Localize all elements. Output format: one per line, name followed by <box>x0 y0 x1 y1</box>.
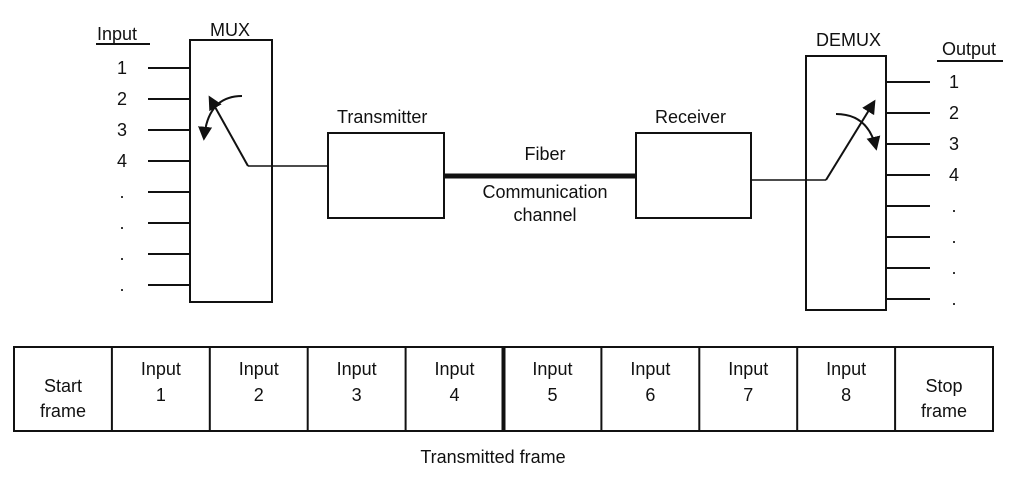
mux-input-label-1: 1 <box>117 58 127 78</box>
frame-cell-line2: 6 <box>645 385 655 405</box>
frame-cell-line1: Input <box>532 359 572 379</box>
frame-cell-line2: 2 <box>254 385 264 405</box>
channel-line1: Communication <box>482 182 607 202</box>
frame-cell-line1: Input <box>337 359 377 379</box>
frame-cell-line1: Start <box>44 376 82 396</box>
mux-input-label-3: 3 <box>117 120 127 140</box>
transmitter-box <box>327 132 445 219</box>
demux-output-label-8: . <box>951 289 956 309</box>
demux-output-lines: 1 2 3 4.... <box>886 72 959 309</box>
frame-cell-line1: Stop <box>926 376 963 396</box>
demux-output-label-6: . <box>951 227 956 247</box>
receiver-label: Receiver <box>655 107 726 127</box>
demux-output-label-1: 1 <box>949 72 959 92</box>
mux-title: MUX <box>210 20 250 40</box>
output-header: Output <box>942 39 996 59</box>
demux-output-label-2: 2 <box>949 103 959 123</box>
mux-rotation-arrow <box>198 95 243 141</box>
mux-box <box>189 39 273 303</box>
demux-rotation-arrow <box>835 113 881 151</box>
demux-output-label-3: 3 <box>949 134 959 154</box>
frame-cell-line2: 4 <box>450 385 460 405</box>
mux-input-label-7: . <box>119 244 124 264</box>
frame-cell-line2: 3 <box>352 385 362 405</box>
mux-input-label-4: 4 <box>117 151 127 171</box>
frame-cell-line1: Input <box>141 359 181 379</box>
receiver-box <box>635 132 752 219</box>
mux-input-lines: 1 2 3 4.... <box>117 58 190 295</box>
demux-output-label-4: 4 <box>949 165 959 185</box>
input-header: Input <box>97 24 137 44</box>
frame-cell-line2: 7 <box>743 385 753 405</box>
demux-output-label-7: . <box>951 258 956 278</box>
demux-switch-arm <box>825 99 876 181</box>
mux-switch-arm <box>208 95 249 167</box>
frame-cell-line1: Input <box>435 359 475 379</box>
frame-cell-line1: Input <box>630 359 670 379</box>
frame-cell-line2: frame <box>40 401 86 421</box>
frame-cell-line2: 1 <box>156 385 166 405</box>
demux-box <box>805 55 887 311</box>
frame-cell-line1: Input <box>826 359 866 379</box>
mux-input-label-6: . <box>119 213 124 233</box>
fiber-label: Fiber <box>524 144 565 164</box>
transmitted-frame: Start frame Input 1 Input 2 Input 3 Input 4 Input 5… <box>13 346 994 432</box>
frame-cell-line1: Input <box>239 359 279 379</box>
frame-cell-line2: 8 <box>841 385 851 405</box>
mux-input-label-2: 2 <box>117 89 127 109</box>
frame-cell-line2: frame <box>921 401 967 421</box>
frame-cell-line1: Input <box>728 359 768 379</box>
frame-caption: Transmitted frame <box>420 447 565 467</box>
frame-cell-line2: 5 <box>547 385 557 405</box>
mux-input-label-5: . <box>119 182 124 202</box>
demux-output-label-5: . <box>951 196 956 216</box>
demux-title: DEMUX <box>816 30 881 50</box>
mux-input-label-8: . <box>119 275 124 295</box>
transmitter-label: Transmitter <box>337 107 427 127</box>
channel-line2: channel <box>513 205 576 225</box>
